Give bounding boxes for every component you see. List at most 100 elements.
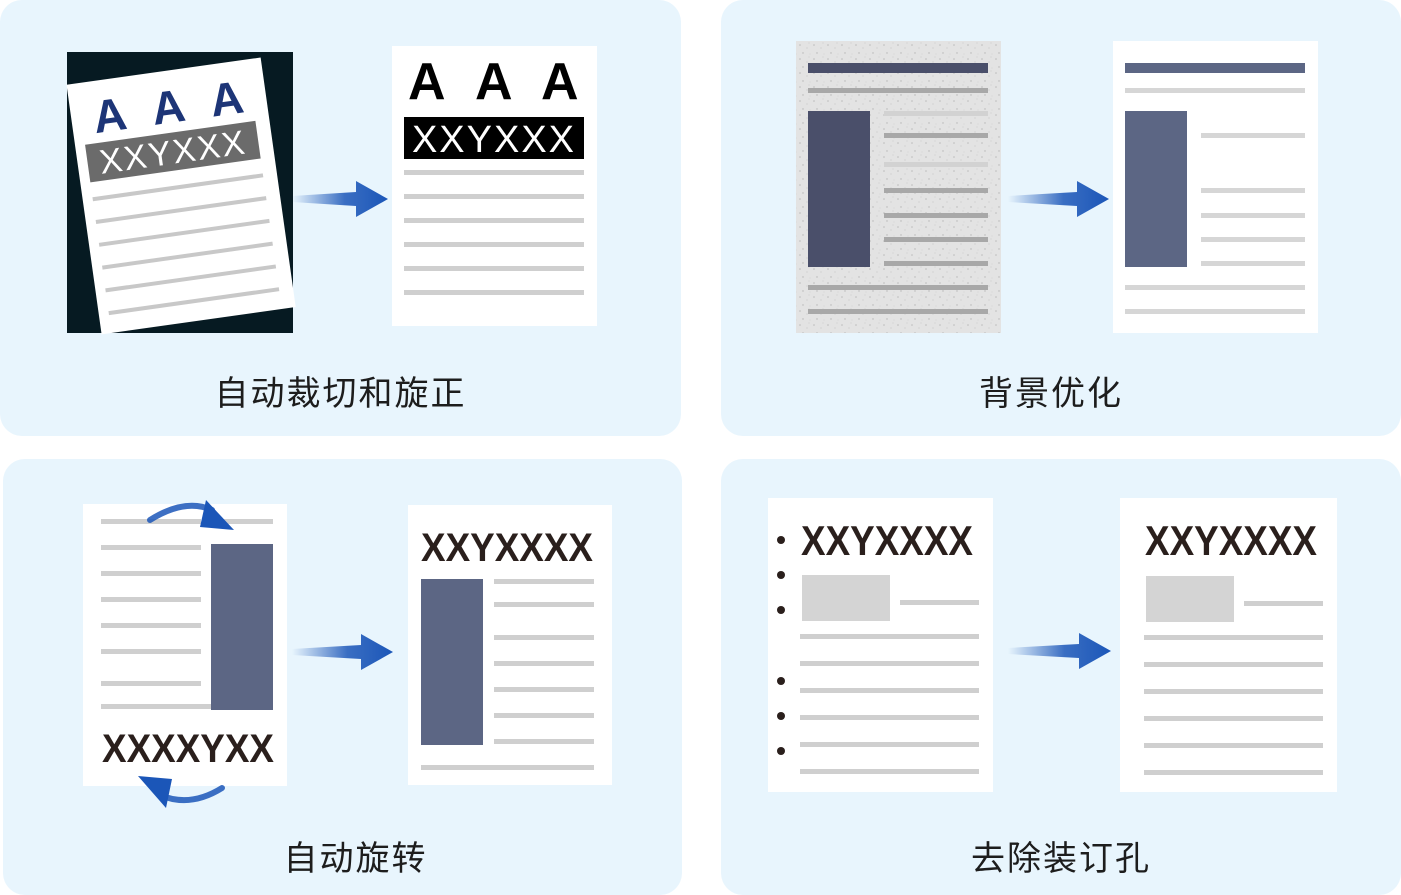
image-block (211, 544, 273, 710)
background-before (796, 41, 1001, 333)
auto-crop-after: A A A XXYXXX (392, 46, 597, 326)
auto-crop-before: A A A XXYXXX (66, 52, 296, 335)
caption-remove-holes: 去除装订孔 (971, 839, 1151, 879)
title-bar (1125, 63, 1305, 73)
text-line (1144, 770, 1323, 775)
punch-hole (777, 606, 785, 614)
text-line (1125, 285, 1305, 290)
punch-hole (777, 677, 785, 685)
text-line (494, 687, 594, 692)
image-block (421, 579, 483, 745)
text-line (884, 188, 988, 193)
rotate-after: XXYXXXX (408, 505, 612, 785)
text-line (105, 264, 277, 293)
image-block (808, 111, 870, 267)
right-arrow-icon (292, 181, 388, 217)
text-line (404, 170, 584, 175)
text-line (808, 285, 988, 290)
text-line (800, 742, 979, 747)
holes-before: XXYXXXX (768, 498, 993, 792)
title-bar (808, 63, 988, 73)
heading-letter: A (475, 53, 513, 111)
code-text: XXYXXX (412, 119, 576, 161)
code-text: XXXXYXX (102, 727, 274, 771)
text-line (1144, 662, 1323, 667)
text-line (95, 196, 267, 225)
text-line (800, 661, 979, 666)
text-line (494, 713, 594, 718)
text-line (884, 133, 988, 138)
text-line (98, 218, 270, 247)
rotate-before: XXXXYXX (83, 504, 287, 786)
text-line (1201, 261, 1305, 266)
text-line (800, 688, 979, 693)
text-line (1201, 213, 1305, 218)
text-line (101, 681, 201, 686)
text-line (1144, 716, 1323, 721)
text-line (1125, 309, 1305, 314)
text-line (884, 237, 988, 242)
text-line (808, 309, 988, 314)
punch-hole (777, 536, 785, 544)
rotate-arrow-icon (138, 776, 225, 808)
text-line (1144, 689, 1323, 694)
text-line (404, 266, 584, 271)
text-line (800, 769, 979, 774)
text-line (101, 649, 201, 654)
image-block (802, 575, 890, 621)
text-line (101, 545, 201, 550)
caption-auto-rotate: 自动旋转 (283, 839, 428, 879)
punch-hole (777, 712, 785, 720)
caption-background-optimize: 背景优化 (979, 374, 1123, 414)
image-block (1125, 111, 1187, 267)
right-arrow-icon (1008, 633, 1111, 669)
text-line (900, 600, 979, 605)
code-bar (85, 120, 261, 183)
caption-auto-crop: 自动裁切和旋正 (214, 374, 467, 414)
heading-letter: A (207, 71, 247, 127)
text-line (101, 704, 273, 709)
text-line (494, 579, 594, 584)
code-text: XXYXXXX (801, 517, 973, 564)
heading-letter: A (148, 79, 188, 135)
heading-letter: A (90, 87, 130, 143)
text-line (884, 213, 988, 218)
text-line (884, 162, 988, 167)
heading-letter: A (541, 53, 579, 111)
rotate-arrow-icon (147, 500, 234, 530)
text-line (102, 241, 273, 270)
text-line (211, 519, 273, 524)
text-line (404, 290, 584, 295)
background-after (1113, 41, 1318, 333)
right-arrow-icon (292, 634, 393, 670)
text-line (108, 287, 280, 316)
text-line (101, 571, 201, 576)
code-text: XXYXXXX (421, 526, 593, 570)
heading-letter: A (408, 53, 446, 111)
text-line (101, 623, 201, 628)
text-line (494, 661, 594, 666)
text-line (1201, 188, 1305, 193)
text-line (101, 597, 201, 602)
image-block (1146, 576, 1234, 622)
holes-after: XXYXXXX (1120, 498, 1337, 792)
text-line (494, 602, 594, 607)
text-line (1244, 601, 1323, 606)
text-line (421, 765, 594, 770)
text-line (1144, 635, 1323, 640)
text-line (1144, 743, 1323, 748)
text-line (800, 634, 979, 639)
text-line (1201, 237, 1305, 242)
text-line (808, 88, 988, 93)
text-line (404, 194, 584, 199)
text-line (1125, 88, 1305, 93)
punch-hole (777, 747, 785, 755)
text-line (92, 173, 264, 202)
right-arrow-icon (1008, 181, 1109, 217)
text-line (884, 261, 988, 266)
text-line (1201, 133, 1305, 138)
text-line (404, 242, 584, 247)
code-text: XXYXXXX (1145, 517, 1317, 564)
text-line (404, 218, 584, 223)
